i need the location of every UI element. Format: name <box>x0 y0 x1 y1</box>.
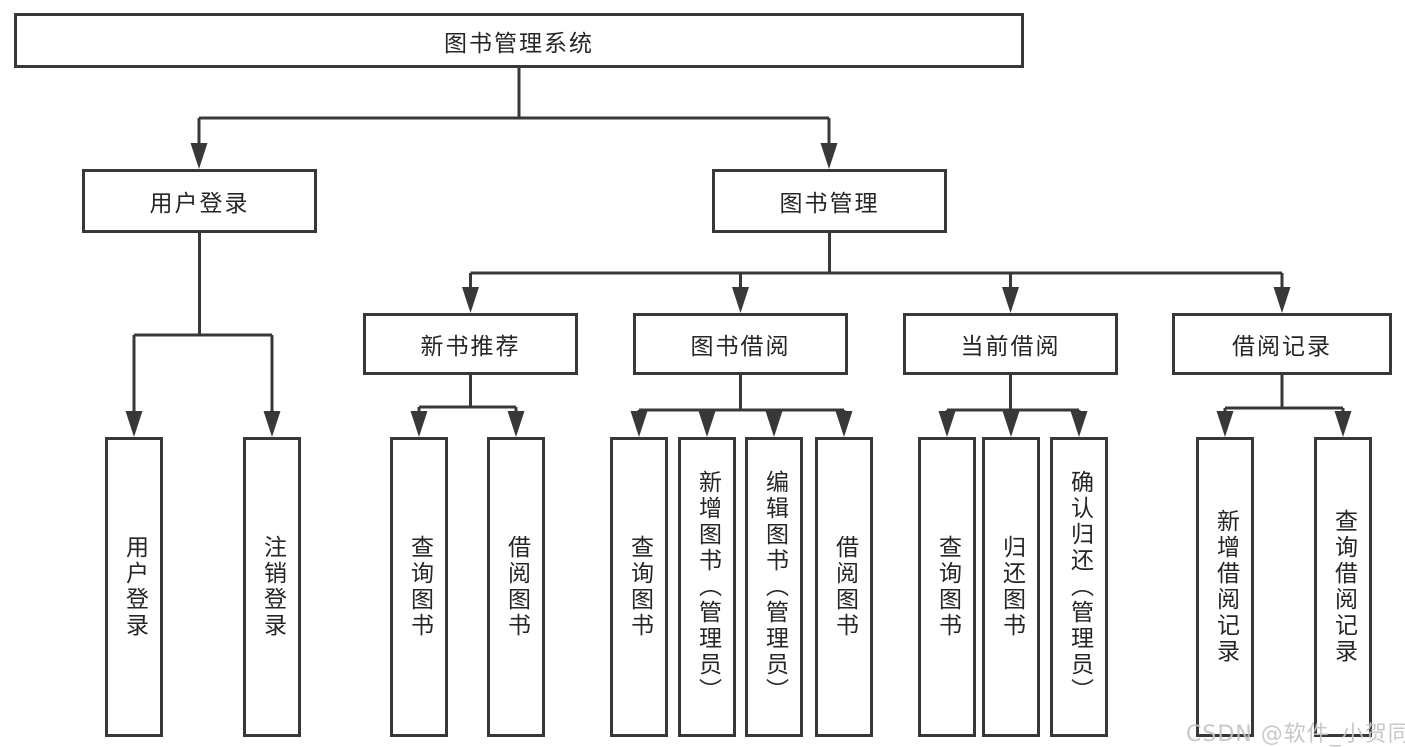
leaf-borrow-books-recommend: 借阅图书 <box>487 437 545 737</box>
node-new-book-recommend-group: 新书推荐 <box>363 313 578 375</box>
leaf-add-borrow-record: 新增借阅记录 <box>1196 437 1254 737</box>
leaf-return-books: 归还图书 <box>982 437 1040 737</box>
node-book-management-branch: 图书管理 <box>712 169 947 233</box>
leaf-query-books-recommend: 查询图书 <box>390 437 448 737</box>
leaf-confirm-return-admin: 确认归还（管理员） <box>1050 437 1108 737</box>
leaf-borrow-books: 借阅图书 <box>815 437 873 737</box>
leaf-logout: 注销登录 <box>243 437 301 737</box>
node-user-login-branch: 用户登录 <box>82 169 317 233</box>
csdn-watermark: CSDN @软件_小贺同学 <box>1186 722 1405 747</box>
leaf-query-books-current: 查询图书 <box>918 437 976 737</box>
leaf-query-books-borrow: 查询图书 <box>610 437 668 737</box>
leaf-add-books-admin: 新增图书（管理员） <box>678 437 736 737</box>
node-borrow-record-group: 借阅记录 <box>1172 313 1392 375</box>
node-book-borrow-group: 图书借阅 <box>633 313 848 375</box>
node-current-borrow-group: 当前借阅 <box>903 313 1118 375</box>
leaf-user-login: 用户登录 <box>105 437 163 737</box>
leaf-edit-books-admin: 编辑图书（管理员） <box>745 437 803 737</box>
node-root-system: 图书管理系统 <box>14 13 1024 68</box>
leaf-query-borrow-record: 查询借阅记录 <box>1314 437 1372 737</box>
